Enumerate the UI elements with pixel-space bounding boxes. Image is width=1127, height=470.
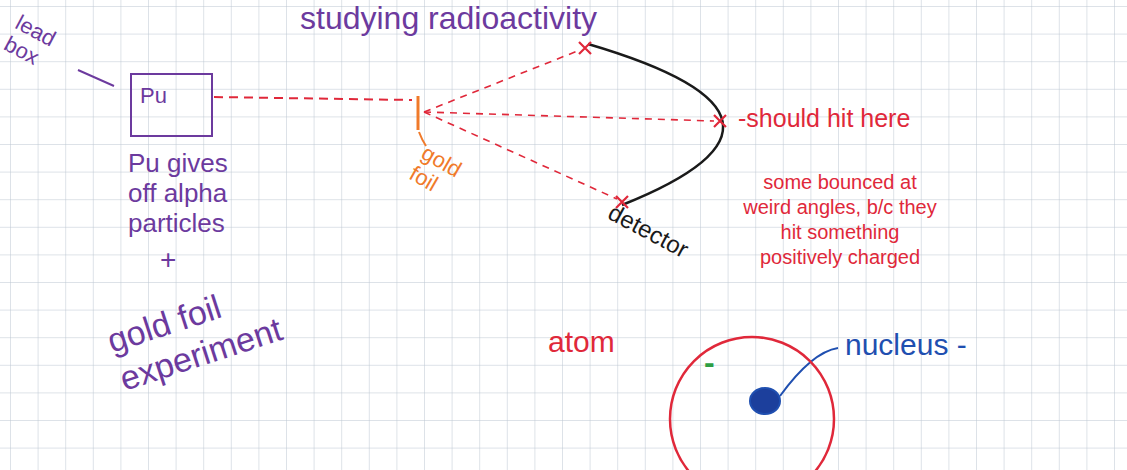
box-content: Pu [132, 75, 211, 135]
part-label: detector [604, 199, 693, 263]
atom-outline [668, 335, 836, 470]
element-symbol: Pu [140, 83, 167, 109]
scatter-path [424, 112, 714, 121]
heading-note: gold foil experiment [102, 265, 303, 398]
atom-outline [670, 337, 834, 470]
leader-line [78, 70, 114, 86]
hit-mark [579, 42, 591, 54]
alpha-beam [214, 97, 412, 100]
lead-box: Pu [130, 73, 213, 137]
scatter-path [424, 50, 580, 112]
note-text: -should hit here [738, 104, 910, 132]
note-text: Pu gives off alpha particles [128, 148, 253, 238]
note-text: some bounced at weird angles, b/c they h… [740, 170, 940, 270]
part-label: gold foil [405, 141, 472, 208]
page-title: studying radioactivity [300, 0, 597, 36]
part-label: nucleus - [845, 328, 967, 362]
detector-arc [588, 44, 723, 205]
electron-sign: - [704, 345, 715, 379]
gold-foil-sheet [417, 96, 420, 130]
hit-mark [714, 115, 726, 127]
part-label: lead box [0, 11, 76, 82]
leader-line [419, 132, 426, 146]
nucleus-symbol [750, 388, 780, 414]
part-label: atom [548, 325, 615, 359]
atom-circle: - [668, 335, 836, 470]
plus-sign: + [160, 245, 176, 275]
